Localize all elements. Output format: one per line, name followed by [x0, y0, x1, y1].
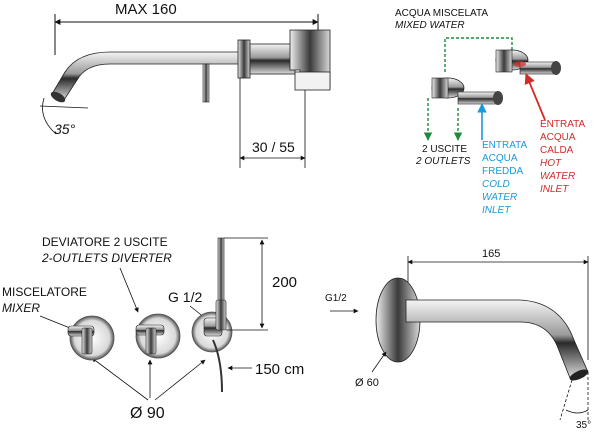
cold-inlet-label: ENTRATA ACQUA FREDDA COLD WATER INLET — [482, 140, 528, 216]
spout-detail: 165 G1/2 Ø 60 35° — [325, 248, 591, 431]
spout-angle-arc — [565, 409, 589, 414]
cold-line-6: INLET — [482, 205, 511, 216]
spout-angle-line-1 — [559, 379, 573, 421]
left-valve-sketch — [431, 77, 503, 105]
diverter-leader — [119, 267, 139, 313]
spout-tube — [405, 299, 589, 379]
spout-diameter-label: Ø 60 — [355, 377, 379, 389]
hot-inlet-arrow — [524, 73, 546, 121]
depth-range-label: 30 / 55 — [252, 139, 295, 155]
hot-inlet-label: ENTRATA ACQUA CALDA HOT WATER INLET — [540, 119, 586, 195]
spout-outlet — [50, 91, 66, 103]
spout-pipe — [51, 51, 251, 101]
cold-line-1: ENTRATA — [482, 140, 528, 151]
front-view: DEVIATORE 2 USCITE 2-OUTLETS DIVERTER MI… — [2, 235, 304, 422]
diverter-stem — [145, 327, 157, 355]
spout-length-label: 165 — [482, 248, 500, 260]
cold-line-5: WATER — [482, 192, 517, 203]
diverter-label-it: DEVIATORE 2 USCITE — [42, 235, 168, 249]
outlets-label-it: 2 USCITE — [422, 144, 467, 155]
mixer-label-en: MIXER — [2, 301, 40, 315]
diameter-leader-1 — [91, 357, 149, 401]
spout-angle-label: 35° — [576, 420, 591, 431]
thread-label: G 1/2 — [168, 289, 202, 305]
spout-tip — [569, 369, 589, 381]
spout-thread-label: G1/2 — [325, 293, 347, 304]
spout-side-view: MAX 160 35° 30 / 55 — [39, 1, 331, 168]
cold-line-3: FREDDA — [482, 166, 523, 177]
diverter-label-en: 2-OUTLETS DIVERTER — [41, 251, 172, 265]
mixed-water-label-it: ACQUA MISCELATA — [395, 8, 488, 19]
mixed-water-arrow — [444, 37, 517, 72]
hose-length-label: 150 cm — [255, 361, 304, 378]
angle-arc — [42, 97, 57, 135]
wall-flange — [237, 39, 251, 79]
hot-line-4: HOT — [540, 158, 562, 169]
angle-base-line — [39, 105, 89, 109]
diameter-leader-3 — [154, 359, 206, 401]
shower-holder — [215, 299, 227, 331]
mixer-stem — [81, 327, 93, 355]
diameter-label: Ø 90 — [130, 405, 165, 422]
handle-lever — [294, 71, 331, 91]
mixed-water-label-en: MIXED WATER — [395, 20, 465, 31]
hot-line-5: WATER — [540, 171, 575, 182]
hot-line-3: CALDA — [540, 145, 574, 156]
hot-line-2: ACQUA — [540, 132, 576, 143]
spout-diameter-leader — [371, 351, 387, 373]
diverter-pin — [202, 63, 210, 103]
hot-line-6: INLET — [540, 184, 569, 195]
outlets-label-en: 2 OUTLETS — [415, 156, 471, 167]
spout-angle-label: 35° — [54, 121, 76, 137]
diverter-disc — [135, 313, 181, 359]
max-length-label: MAX 160 — [115, 1, 177, 18]
cold-line-2: ACQUA — [482, 153, 518, 164]
valve-body — [249, 43, 296, 75]
height-label: 200 — [272, 274, 297, 291]
hot-line-1: ENTRATA — [540, 119, 586, 130]
mixer-label-it: MISCELATORE — [2, 285, 87, 299]
cold-line-4: COLD — [482, 179, 510, 190]
shower-hose — [212, 339, 223, 393]
flow-diagram: ACQUA MISCELATA MIXED WATER 2 USCITE 2 O… — [395, 8, 586, 216]
right-valve-sketch — [495, 49, 561, 75]
